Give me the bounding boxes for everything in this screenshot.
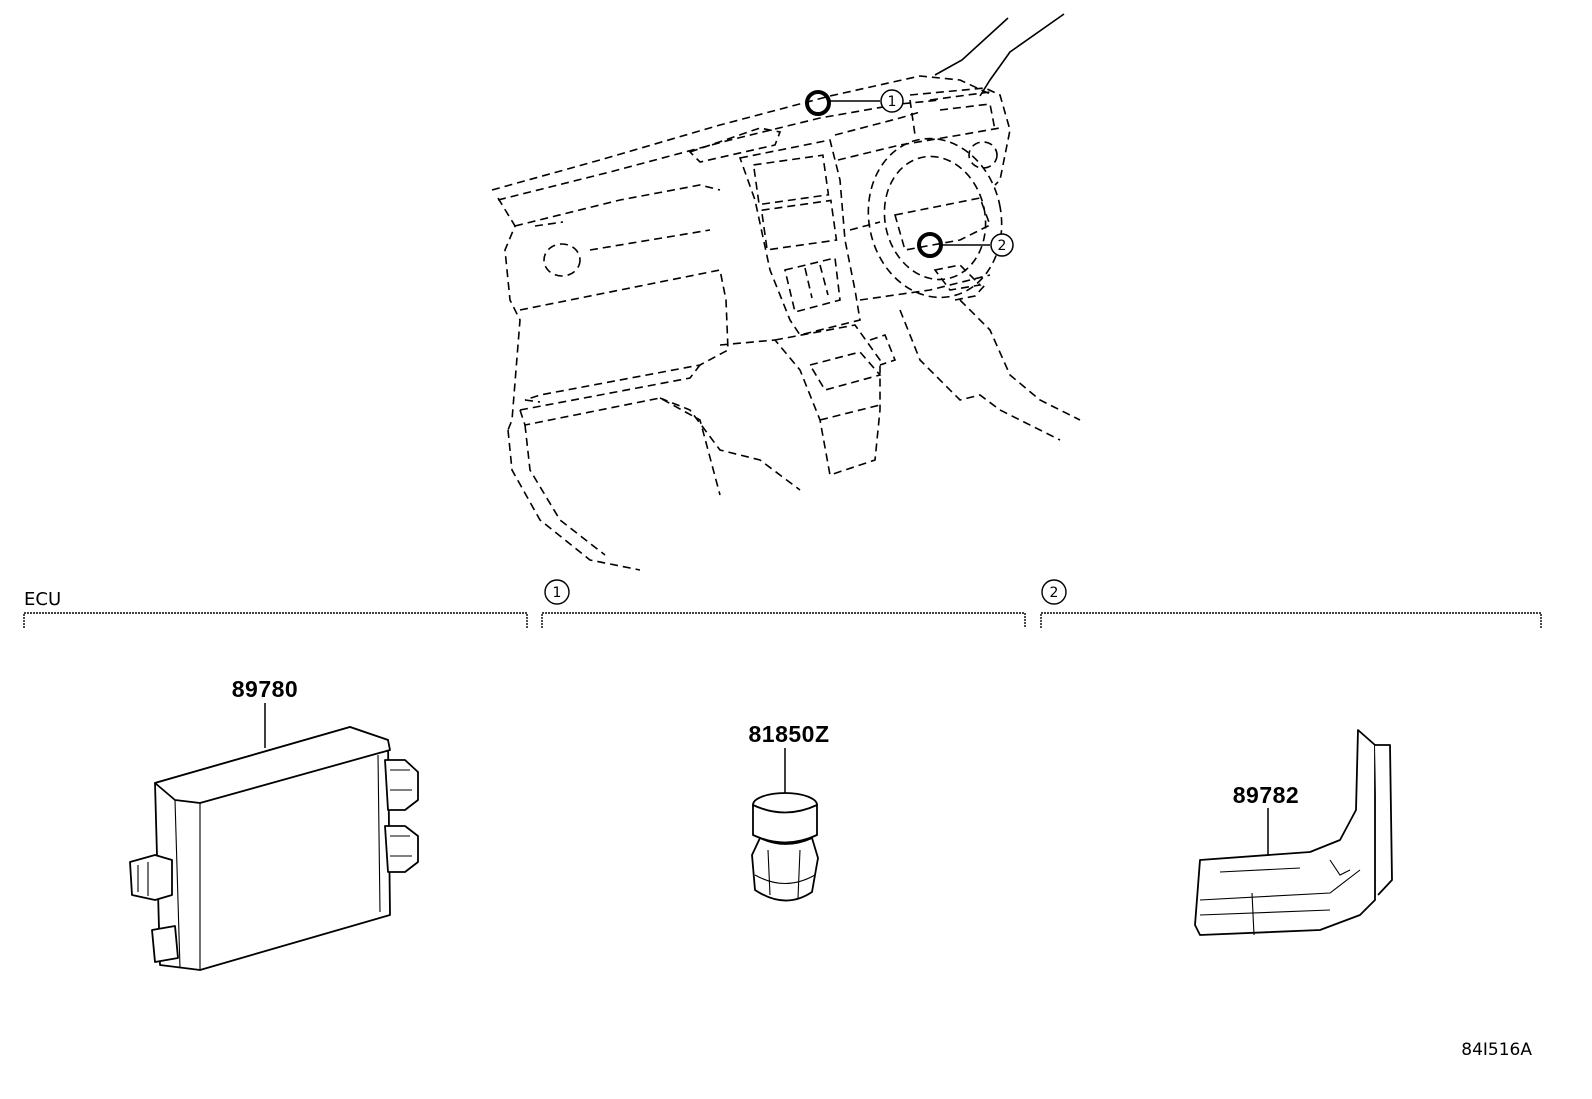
section-ecu: ECU [23,589,528,628]
figure-code: 84I516A [1461,1040,1532,1060]
callout-number-1: 1 [888,94,897,110]
section-label-1: 1 [553,585,562,601]
ecu-part: 89780 [129,676,419,971]
dashboard-illustration [491,13,1081,571]
part-number-switch: 81850Z [748,721,829,747]
part-number-bracket: 89782 [1233,782,1299,808]
sensor-part: 81850Z [748,721,829,902]
part-number-ecu: 89780 [232,676,298,702]
callout-marker-2: 2 [917,232,1014,258]
section-2: 2 [1040,579,1542,628]
callout-marker-1: 1 [805,89,904,116]
callout-number-2: 2 [998,238,1007,254]
bracket-part: 89782 [1194,729,1393,936]
section-label-2: 2 [1050,585,1059,601]
section-1: 1 [541,579,1026,628]
section-label-ecu: ECU [24,589,61,610]
